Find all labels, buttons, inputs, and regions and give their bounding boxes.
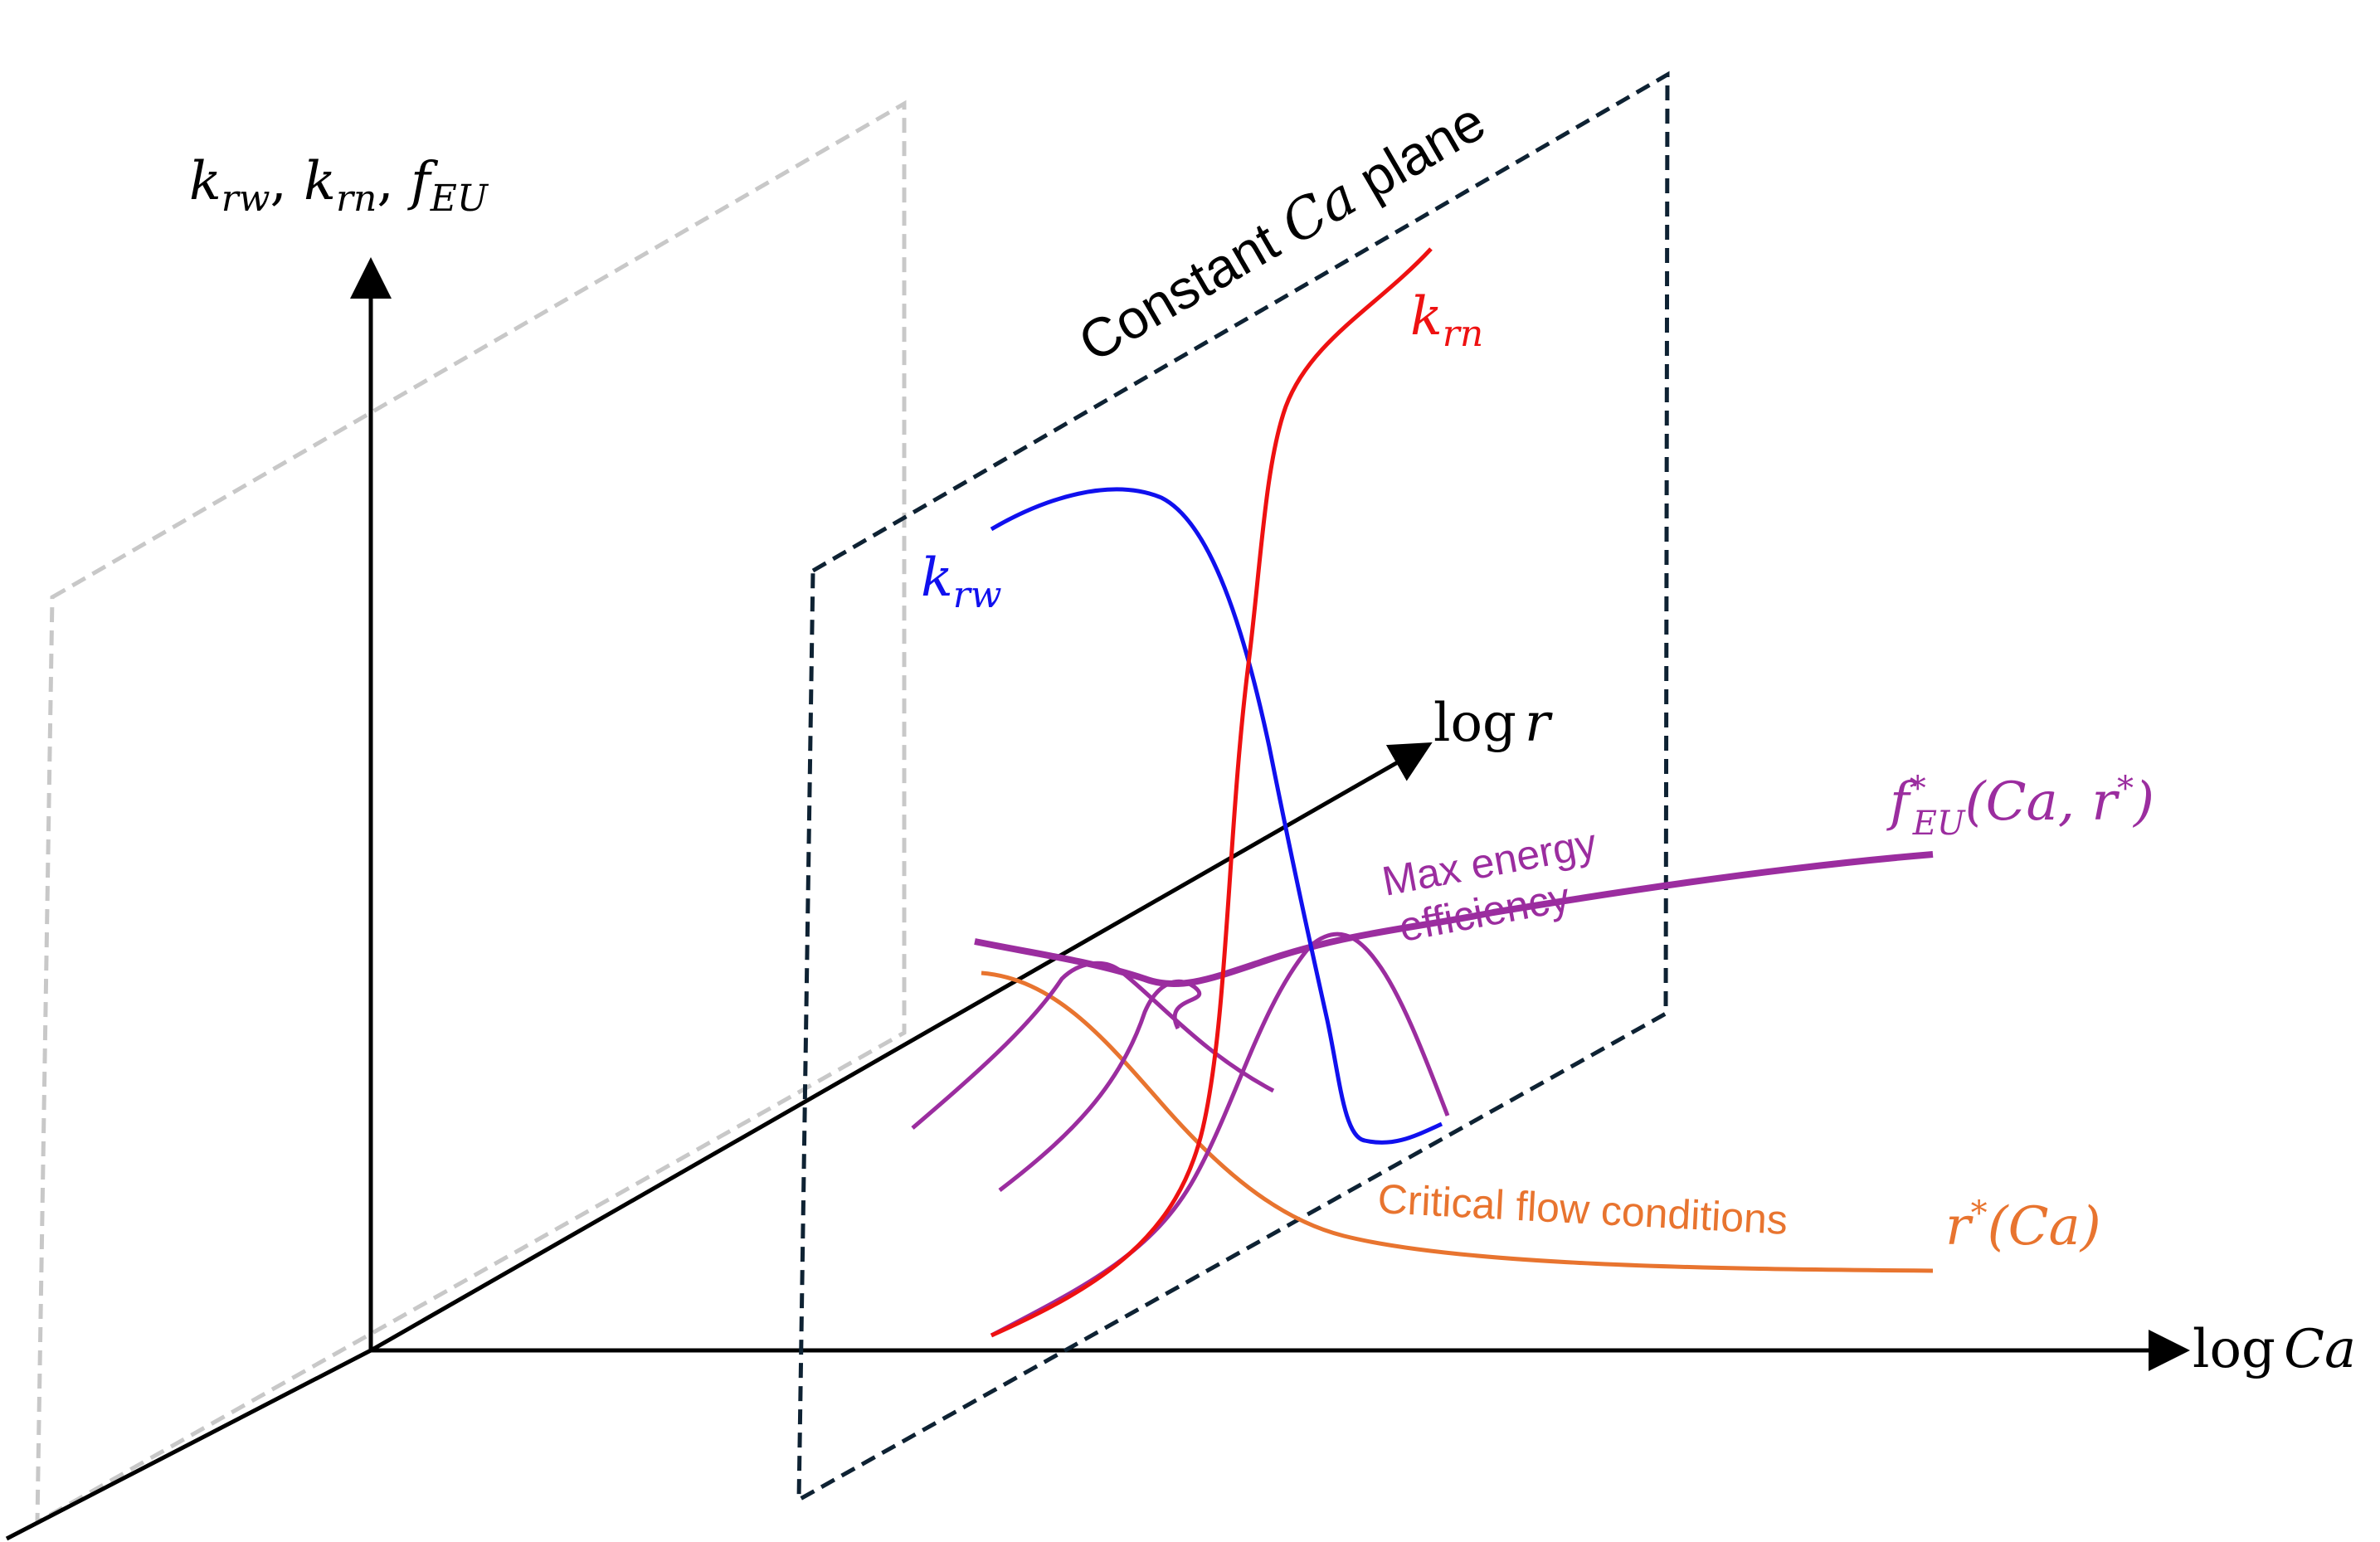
log-r-axis — [369, 742, 1433, 1353]
krn-label: krn — [1410, 286, 1483, 355]
log-r-axis-back — [5, 1348, 372, 1541]
rstar-curve — [981, 970, 1934, 1273]
krw-curve — [990, 487, 1443, 1145]
constant-ca-plane — [796, 71, 1670, 1504]
feu-label: f*EU(Ca, r*) — [1886, 770, 2154, 843]
max-energy-label: Max energy efficiency — [1379, 818, 1620, 952]
feu-curve-2 — [998, 979, 1202, 1192]
ghost-plane — [35, 100, 907, 1526]
krw-label: krw — [921, 547, 1001, 616]
krn-curve — [990, 247, 1433, 1338]
vertical-axis-label: krw, krn, fEU — [189, 151, 489, 220]
critical-flow-label: Critical flow conditions — [1376, 1175, 1789, 1243]
feu-envelope-curve — [974, 851, 1934, 988]
rstar-label: r*(Ca) — [1945, 1194, 2101, 1257]
